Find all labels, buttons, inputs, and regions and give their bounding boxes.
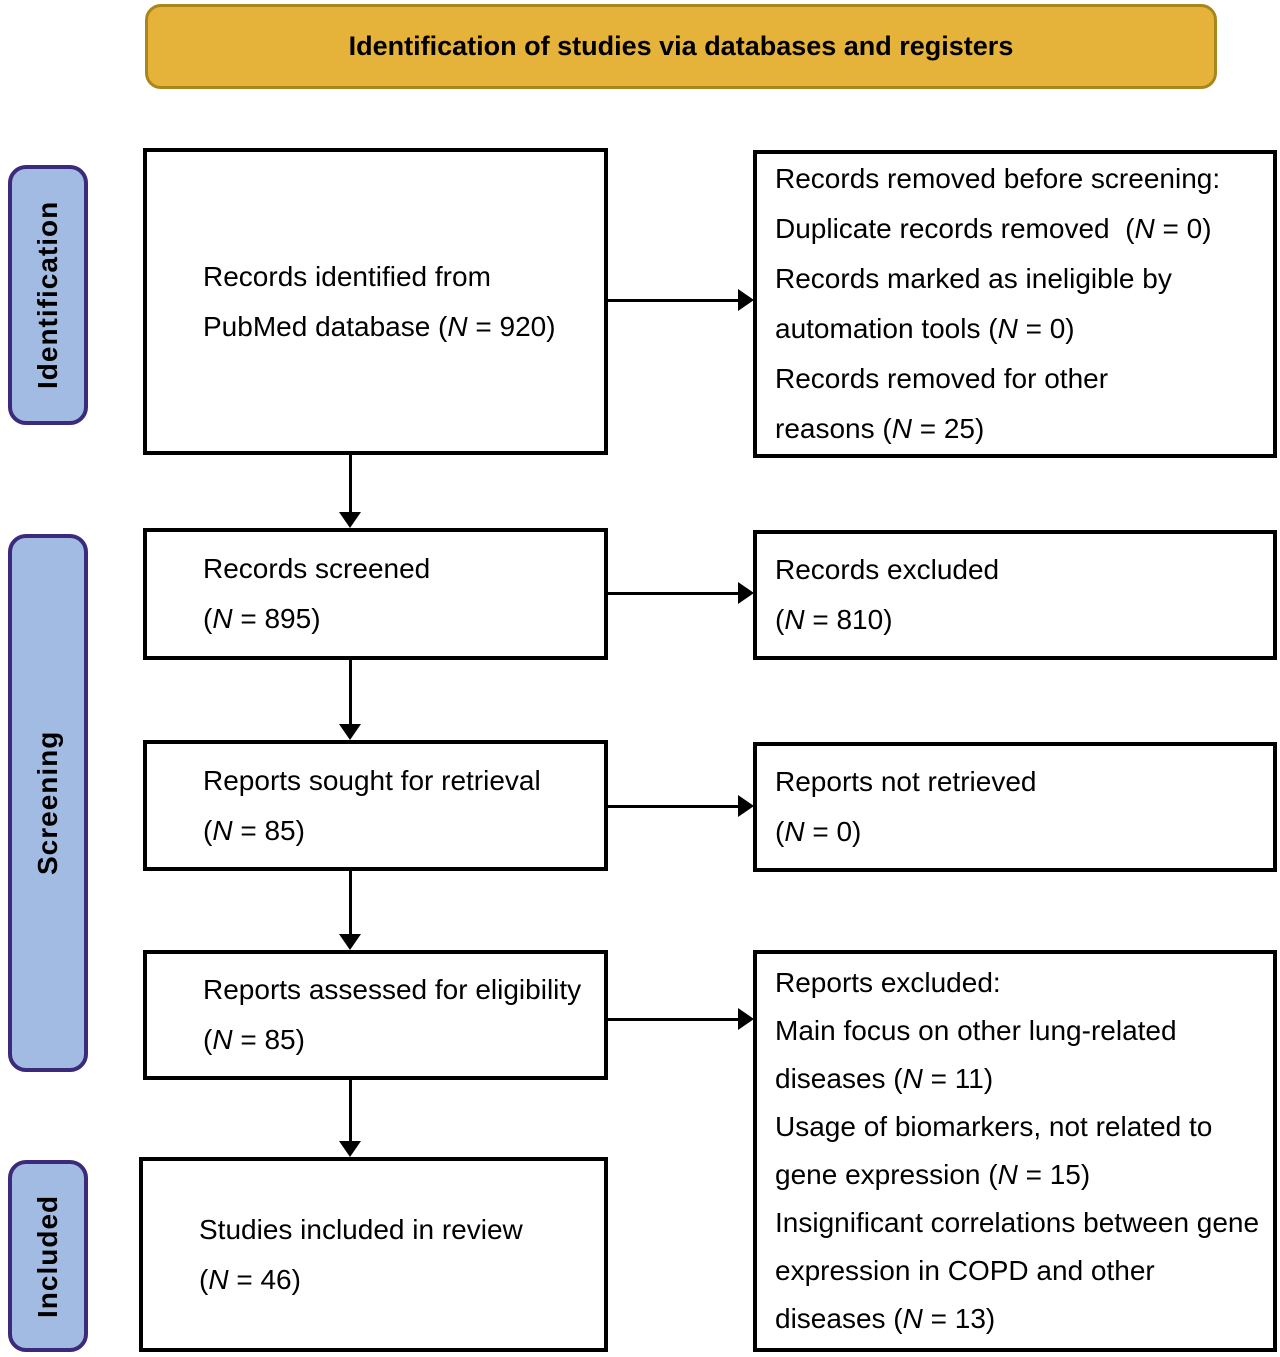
arrow-shaft — [608, 299, 738, 302]
arrow-shaft — [349, 660, 352, 724]
arrow-head-right-icon — [738, 289, 754, 311]
arrow-head-right-icon — [738, 1008, 754, 1030]
box-text-line: (N = 85) — [203, 814, 305, 846]
box-text-line: Duplicate records removed (N = 0) — [775, 213, 1212, 244]
box-text-line: (N = 46) — [199, 1263, 301, 1295]
stage-screening: Screening — [8, 534, 88, 1072]
box-text-line: Usage of biomarkers, not related to — [775, 1111, 1213, 1142]
arrow-shaft — [608, 592, 738, 595]
box-text-line: diseases (N = 11) — [775, 1063, 994, 1094]
box-text-line: PubMed database (N = 920) — [203, 310, 556, 342]
arrow-shaft — [349, 455, 352, 512]
box-text-line: automation tools (N = 0) — [775, 313, 1075, 344]
box-reports-not-retrieved: Reports not retrieved (N = 0) — [753, 742, 1277, 872]
box-text-line: Records marked as ineligible by — [775, 263, 1172, 294]
box-text-line: (N = 0) — [775, 816, 862, 847]
arrow-head-down-icon — [339, 724, 361, 740]
box-text-line: (N = 895) — [203, 603, 321, 634]
box-text-line: Records identified from — [203, 260, 491, 292]
box-text-line: Reports excluded: — [775, 967, 1001, 998]
banner: Identification of studies via databases … — [145, 4, 1217, 89]
box-text-line: Reports not retrieved — [775, 766, 1037, 797]
box-text-line: Main focus on other lung-related — [775, 1015, 1177, 1046]
arrow-head-down-icon — [339, 512, 361, 528]
box-text-line: gene expression (N = 15) — [775, 1159, 1091, 1190]
arrow-head-down-icon — [339, 1141, 361, 1157]
box-studies-included: Studies included in review (N = 46) — [139, 1157, 608, 1352]
box-text-line: Records removed before screening: — [775, 163, 1221, 194]
box-text-line: Records removed for other — [775, 363, 1109, 394]
arrow-head-down-icon — [339, 934, 361, 950]
box-text-line: reasons (N = 25) — [775, 413, 985, 444]
arrow-shaft — [608, 1018, 738, 1021]
box-text-line: (N = 85) — [203, 1024, 305, 1055]
box-records-excluded: Records excluded (N = 810) — [753, 530, 1277, 660]
box-text-line: Records excluded — [775, 554, 1000, 585]
box-text-line: Studies included in review — [199, 1213, 523, 1245]
box-reports-sought: Reports sought for retrieval (N = 85) — [143, 740, 608, 871]
stage-identification: Identification — [8, 165, 88, 425]
box-text-line: Reports sought for retrieval — [203, 764, 541, 796]
arrow-head-right-icon — [738, 795, 754, 817]
box-reports-assessed: Reports assessed for eligibility (N = 85) — [143, 950, 608, 1080]
box-text-line: expression in COPD and other — [775, 1255, 1155, 1286]
box-text-line: Insignificant correlations between gene — [775, 1207, 1260, 1238]
box-text-line: Records screened — [203, 553, 431, 584]
arrow-shaft — [349, 871, 352, 934]
box-records-screened: Records screened (N = 895) — [143, 528, 608, 660]
box-reports-excluded: Reports excluded: Main focus on other lun… — [753, 950, 1277, 1352]
arrow-head-right-icon — [738, 582, 754, 604]
box-text-line: Reports assessed for eligibility — [203, 974, 582, 1005]
arrow-shaft — [608, 805, 738, 808]
box-text-line: (N = 810) — [775, 604, 893, 635]
stage-included: Included — [8, 1160, 88, 1352]
arrow-shaft — [349, 1080, 352, 1141]
box-records-removed-before-screening: Records removed before screening: Duplica… — [753, 150, 1277, 458]
banner-title: Identification of studies via databases … — [348, 31, 1014, 61]
box-text-line: diseases (N = 13) — [775, 1303, 996, 1334]
